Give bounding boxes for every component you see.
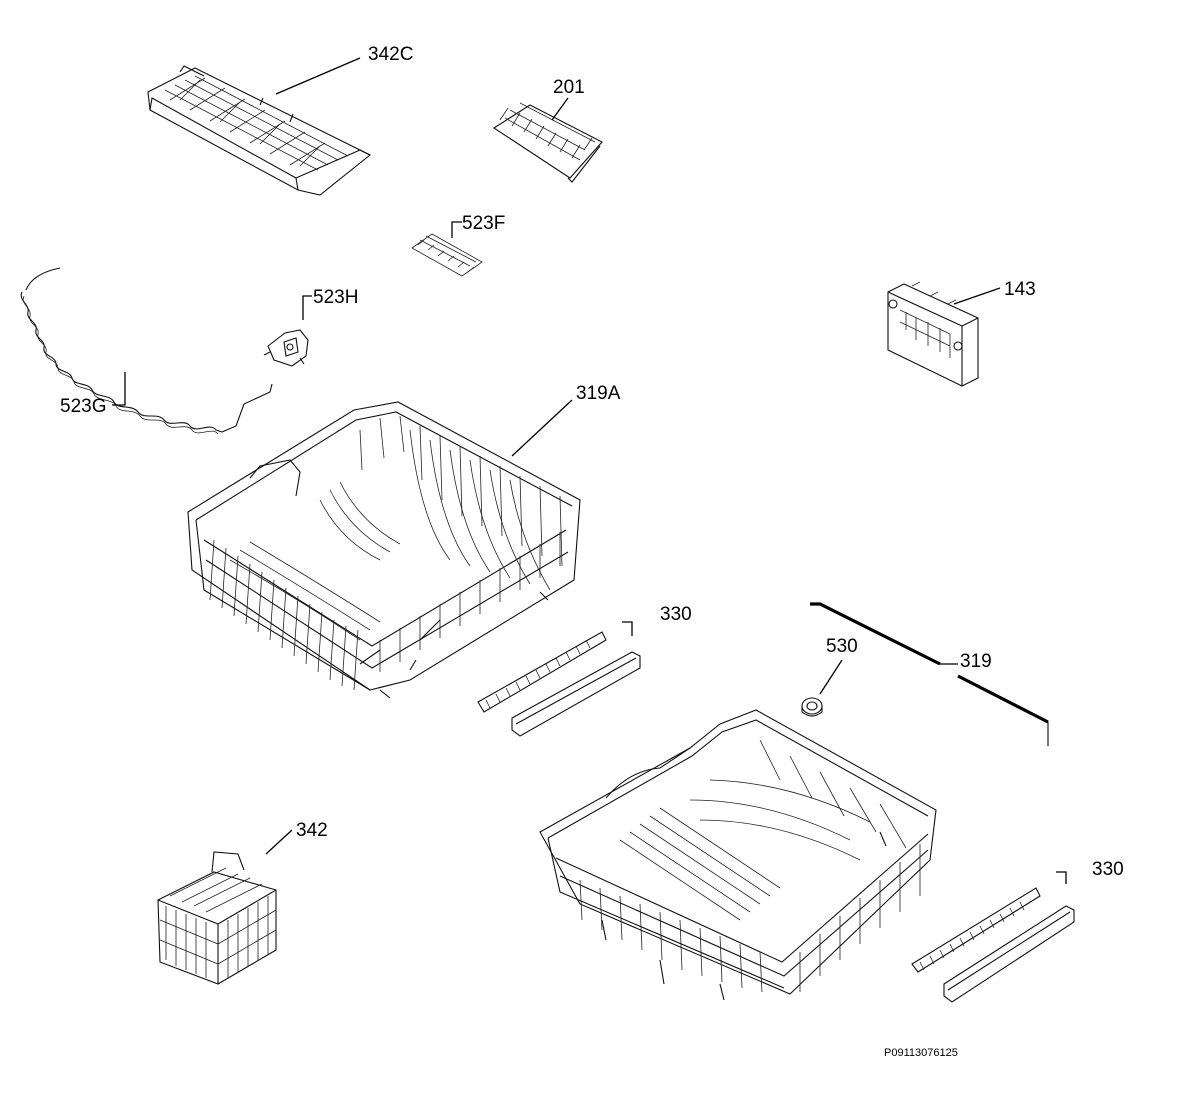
part-342-cutlery-basket	[157, 851, 277, 985]
leader-342	[265, 829, 293, 855]
diagram-code: P09113076125	[884, 1047, 958, 1059]
label-342: 342	[296, 820, 328, 841]
leader-330-lower	[1056, 871, 1067, 884]
leader-143	[953, 287, 1001, 305]
label-530: 530	[826, 636, 858, 657]
part-530-wheel	[801, 697, 823, 717]
leader-523f	[451, 221, 462, 238]
label-523g: 523G	[60, 396, 106, 417]
label-319: 319	[960, 651, 992, 672]
label-319a: 319A	[576, 383, 621, 404]
part-319a-upper-basket	[187, 401, 581, 699]
leader-201	[551, 97, 569, 121]
leader-319a	[511, 399, 573, 457]
leader-523h	[302, 295, 312, 320]
label-523f: 523F	[462, 213, 505, 234]
leader-330-upper	[622, 621, 633, 636]
part-523g-spiral-wire	[20, 267, 273, 435]
part-523h-bracket	[263, 329, 309, 367]
label-342c: 342C	[368, 44, 413, 65]
part-342c-cutlery-tray	[147, 65, 372, 196]
label-201: 201	[553, 77, 585, 98]
label-523h: 523H	[313, 287, 358, 308]
part-330-rail-lower	[911, 887, 1075, 1003]
label-330-lower: 330	[1092, 859, 1124, 880]
label-330-upper: 330	[660, 604, 692, 625]
leader-523g	[112, 372, 126, 406]
label-143: 143	[1004, 279, 1036, 300]
part-523f-clips	[411, 233, 483, 277]
part-143-panel	[887, 281, 979, 387]
part-319-guide-strip	[810, 602, 1049, 746]
leader-530	[819, 659, 843, 695]
part-201-rack-insert	[492, 102, 603, 183]
part-330-rail-upper	[477, 631, 641, 737]
part-lower-basket	[539, 709, 937, 1001]
leader-342c	[275, 57, 361, 95]
